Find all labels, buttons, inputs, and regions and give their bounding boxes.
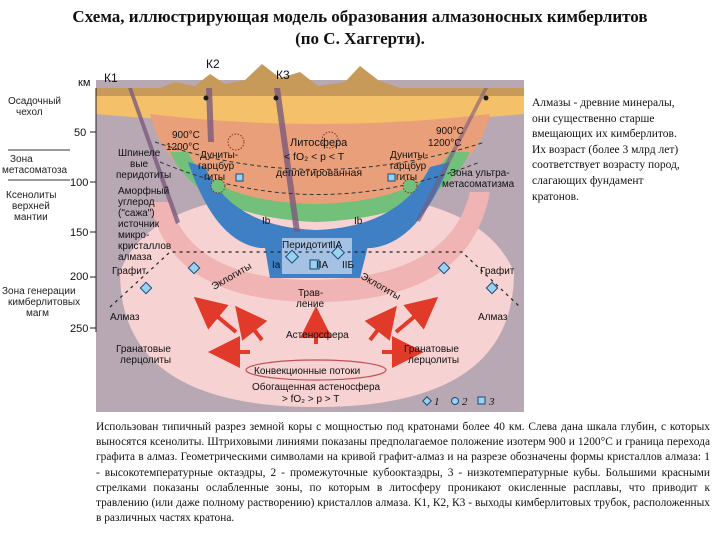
depth-tick-50: 50 [74,127,86,139]
label-ultrametasomatism: Зона ультра- метасоматизма [442,168,515,190]
figure-caption: Использован типичный разрез земной коры … [96,421,710,525]
label-graphite-left: Графит [112,265,147,277]
label-lith-formula: < fO₂ < p < T [284,151,345,163]
label-diamond-left: Алмаз [110,312,140,323]
side-note: Алмазы - древние минералы, они существен… [532,97,680,203]
diagram-figure: км 50 100 150 200 250 Осадочный чехол Зо… [0,52,720,412]
kimberlite-model-diagram: км 50 100 150 200 250 Осадочный чехол Зо… [2,57,524,412]
red-arrow-right-mid [364,305,397,342]
isotherm-900 [154,141,486,170]
label-ib-right: Іb [354,216,363,227]
label-spinel: Шпинеле вые перидотиты [116,148,171,181]
diamond-pocket [402,178,418,194]
isotherm-1200 [159,161,481,195]
red-arrow-left-mid [235,305,268,342]
legend-octahedron-icon [422,396,432,406]
label-iia-right: IIА [316,260,329,271]
pipe-label-k1: К1 [104,71,118,85]
label-convection: Конвекционные потоки [254,366,360,377]
legend-cube-icon [477,396,486,405]
label-dunite-right: Дуниты- гарцбур гиты [390,150,431,183]
label-peridotite: Перидотит [282,240,332,251]
label-ib-left: Іb [262,216,271,227]
label-lithosphere: Литосфера [290,137,348,149]
pipe-label-k3: К3 [276,68,290,82]
depth-tick-150: 150 [70,227,88,239]
convection-cell [245,359,387,381]
legend-item-2: 2 [462,396,468,408]
label-temp-right-900: 900°С [436,126,464,137]
depth-tick-250: 250 [70,323,88,335]
pipe-k3 [274,88,300,232]
green-zone [170,152,470,222]
label-xenoliths: Ксенолиты верхней мантии [6,190,59,223]
diamond-pocket [227,133,245,151]
red-arrow-right [394,296,439,334]
label-graphite-right: Графит [480,265,515,277]
depth-unit: км [78,77,90,89]
pipe-k1 [128,88,180,224]
red-arrow-left [193,296,238,334]
crystal-symbol [309,259,320,270]
depth-tick-200: 200 [70,271,88,283]
legend-item-1: 1 [434,396,440,408]
title-line-2: (по С. Хаггерти). [295,29,425,48]
diamond-pocket [321,131,339,149]
crystal-symbol [387,173,396,182]
label-garnet-left: Гранатовые лерцолиты [116,344,174,366]
label-melting: Зона генерации кимберлитовых магм [2,286,83,319]
pipe-label-k2: К2 [206,57,220,71]
crystal-symbol [284,249,300,264]
diamond-pocket [210,178,226,194]
pipe-outlet-dot [483,95,489,101]
legend-item-3: 3 [488,396,495,408]
pipe-right [416,88,488,222]
label-amorphous: Аморфный углерод ("сажа") источник микро… [118,185,174,263]
label-enriched: Обогащенная астеносфера > fO₂ > p > T [252,381,383,405]
label-diamond-right: Алмаз [478,312,508,323]
label-depleted: деплетированная [276,167,362,179]
depth-tick-100: 100 [70,177,88,189]
surface-relief [96,64,524,96]
label-dunite-left: Дуниты- гарцбур гиты [198,150,241,183]
crystal-legend: 1 2 3 [422,396,495,408]
figure-title: Схема, иллюстрирующая модель образования… [0,6,720,50]
label-garnet-right: Гранатовые лерцолиты [404,344,462,366]
label-sediment: Осадочный чехол [8,96,64,118]
pipe-k2 [206,88,214,142]
crystal-symbol [235,173,244,182]
pipe-outlet-dot [273,95,279,101]
sediment-cover [96,96,524,124]
legend-cuboctahedron-icon [451,397,459,405]
label-ia-left: Іа [272,260,281,271]
crystal-symbol [485,281,499,295]
crystal-symbol [187,261,201,275]
label-iib: IIБ [342,260,355,271]
pipe-outlet-dot [203,95,209,101]
label-etching: Трав- ление [296,288,326,310]
title-line-1: Схема, иллюстрирующая модель образования… [72,7,648,26]
label-asthenosphere: Астеносфера [286,329,349,341]
label-temp-left-900: 900°С [172,130,200,141]
crystal-symbol [437,261,451,275]
label-ia: IIА [330,240,343,251]
label-metasomatism: Зона метасоматоза [2,154,68,176]
blue-peridotite-zone [188,162,450,248]
label-temp-right-1200: 1200°С [428,138,461,149]
eclogite-zone [150,192,490,302]
crystal-symbol [330,245,346,260]
label-temp-left-1200: 1200°С [166,142,199,153]
crystal-symbol [139,281,153,295]
